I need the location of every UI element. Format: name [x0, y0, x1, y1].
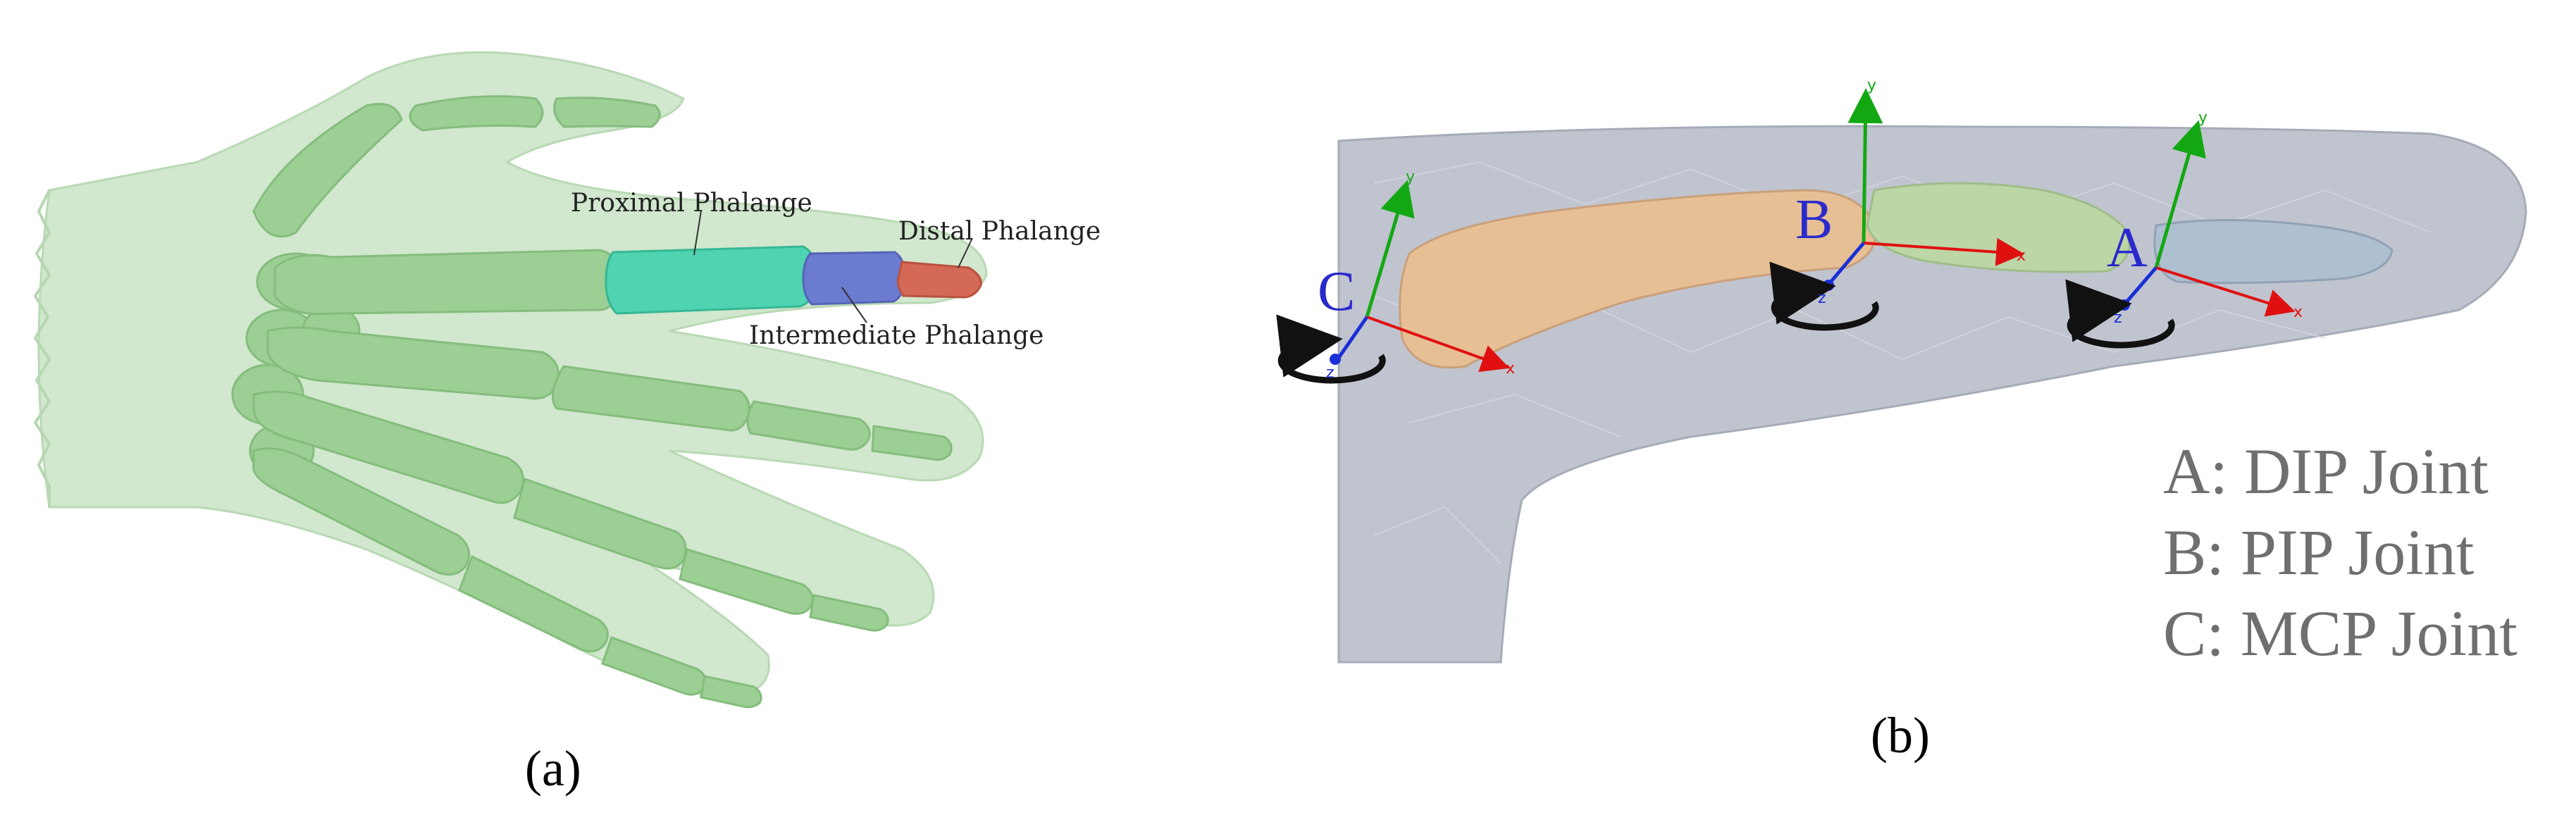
joint-b: x y z B [1769, 77, 2026, 331]
x-axis-label-a: x [2293, 304, 2303, 321]
wrist-edge [33, 189, 51, 507]
rotation-arrow-a [2065, 279, 2175, 349]
little-finger-bones [252, 447, 762, 709]
z-axis-label-a: z [2114, 309, 2122, 327]
x-axis-label-c: x [1506, 360, 1515, 378]
intermediate-phalange-label: Intermediate Phalange [749, 321, 1044, 350]
panel-a-hand-skeleton: Proximal Phalange Distal Phalange Interm… [33, 51, 1101, 709]
rotation-arrow-c [1276, 314, 1386, 384]
joint-legend: A: DIP Joint B: PIP Joint C: MCP Joint [2163, 435, 2518, 669]
panel-a-label: (a) [525, 740, 581, 797]
proximal-phalange-b [1399, 189, 1877, 369]
z-axis-label-b: z [1818, 290, 1826, 307]
distal-phalange-b [2153, 219, 2394, 285]
joint-c: x y z C [1276, 168, 1515, 384]
intermediate-phalange-b [1866, 182, 2131, 273]
ring-finger-bones [252, 390, 889, 632]
rotation-arrow-b [1769, 261, 1879, 331]
proximal-phalange [605, 245, 819, 315]
legend-item-mcp: C: MCP Joint [2163, 597, 2518, 669]
y-axis-label-b: y [1867, 77, 1876, 94]
joint-c-marker: C [1318, 261, 1355, 323]
z-axis-label-c: z [1326, 364, 1335, 382]
y-axis-label-c: y [1406, 168, 1415, 186]
proximal-phalange-label: Proximal Phalange [571, 189, 812, 218]
joint-a-marker: A [2107, 217, 2148, 279]
y-axis-label-a: y [2198, 109, 2207, 127]
joint-a: x y z A [2065, 109, 2303, 349]
legend-item-dip: A: DIP Joint [2163, 435, 2489, 507]
intermediate-phalange [802, 251, 907, 306]
panel-b-label: (b) [1871, 707, 1930, 764]
thumb-bones [252, 95, 661, 238]
middle-finger-bones [266, 326, 953, 461]
x-axis-label-b: x [2017, 247, 2026, 265]
panel-b-finger-model [1337, 125, 2527, 664]
distal-phalange-label: Distal Phalange [898, 217, 1101, 246]
joint-b-marker: B [1795, 189, 1833, 251]
legend-item-pip: B: PIP Joint [2163, 516, 2475, 588]
index-metacarpal [273, 249, 621, 316]
distal-phalange [896, 261, 982, 299]
